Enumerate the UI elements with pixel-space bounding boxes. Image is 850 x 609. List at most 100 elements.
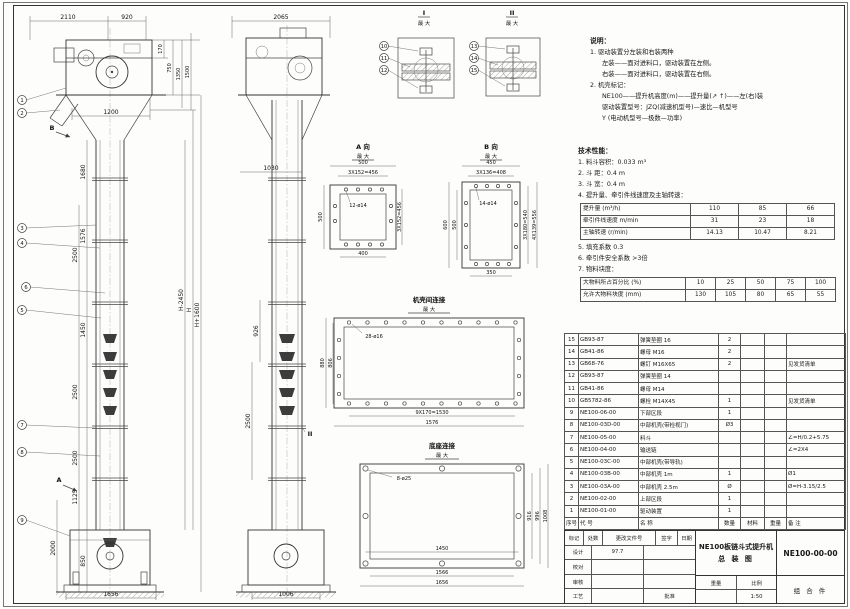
dim-dz-1008: 1008 bbox=[543, 510, 549, 523]
bucket-chain-front bbox=[103, 334, 117, 547]
table-cell: 105 bbox=[715, 289, 746, 302]
base-joint-label: 底座连接 bbox=[429, 441, 456, 450]
b-view-label: B 向 bbox=[484, 142, 498, 151]
dim-lv-h1600: H+1600 bbox=[194, 302, 201, 327]
table-cell bbox=[786, 455, 846, 469]
dim-da-456-right: 3X152=456 bbox=[397, 202, 403, 232]
table-cell: 弹簧垫圈 16 bbox=[638, 332, 719, 347]
table-cell bbox=[740, 332, 765, 347]
table-cell: 1 bbox=[718, 406, 741, 420]
dim-lv-1200: 1200 bbox=[103, 109, 118, 116]
table-cell: NE100-02-00 bbox=[578, 492, 639, 506]
head-section-front bbox=[49, 39, 166, 141]
titleblock-cell: 批准 bbox=[664, 594, 675, 601]
table-cell: NE100-03D-00 bbox=[578, 418, 639, 433]
balloon-2: 2 bbox=[20, 111, 23, 117]
spec-item: 3. 斗 宽：0.4 m bbox=[578, 181, 626, 188]
table-cell bbox=[740, 418, 765, 433]
table-cell bbox=[764, 381, 787, 396]
table-cell: 驱动装置 bbox=[638, 504, 719, 518]
dim-lv-850: 850 bbox=[80, 555, 87, 567]
dim-lv-1576: 1576 bbox=[80, 228, 87, 243]
note-line: 1. 驱动装置分左装和右装两种 bbox=[590, 49, 674, 56]
table-cell: 螺钉 M16X65 bbox=[638, 357, 719, 371]
table-cell: 8 bbox=[564, 418, 579, 433]
dim-da-500-left: 500 bbox=[318, 212, 324, 222]
a-flange-inner bbox=[339, 193, 387, 241]
dim-lv-1680: 1680 bbox=[80, 164, 87, 179]
technical-drawing-canvas: 2110 920 170 750 1350 1500 1200 1680 bbox=[17, 9, 549, 600]
titleblock-cell bbox=[644, 575, 695, 589]
table-cell: NE100-04-00 bbox=[578, 443, 639, 457]
table-cell: GB68-76 bbox=[578, 357, 639, 371]
a-view-scale-label: 最 大 bbox=[357, 152, 370, 160]
scale-value: 1:50 bbox=[750, 593, 763, 600]
dim-lv-170: 170 bbox=[158, 44, 164, 54]
note-line: 左装——面对进料口，驱动装置在左侧。 bbox=[602, 60, 716, 67]
weight-value bbox=[696, 590, 737, 603]
casing-flanges-side bbox=[268, 177, 306, 481]
table-cell: 1 bbox=[564, 504, 579, 518]
note-da-holes: 12-ø14 bbox=[349, 203, 367, 209]
table-cell: 65 bbox=[775, 289, 806, 302]
dim-lv-1450: 1450 bbox=[80, 322, 87, 337]
dim-mv-1030: 1030 bbox=[263, 165, 278, 172]
dim-jk-1530: 9X170=1530 bbox=[415, 410, 448, 416]
head-housing bbox=[65, 39, 153, 96]
note-line: 右装——面对进料口，驱动装置在右侧。 bbox=[602, 71, 716, 78]
casing-joint-outer bbox=[333, 317, 525, 409]
table-cell: ∠=2X4 bbox=[786, 443, 846, 457]
table-cell bbox=[740, 345, 765, 359]
balloon-1: 1 bbox=[20, 98, 23, 104]
dim-db-350: 350 bbox=[486, 270, 496, 276]
table-cell: 31 bbox=[690, 215, 739, 228]
table-cell bbox=[764, 467, 787, 482]
table-cell: 中部机壳(带导轨) bbox=[638, 455, 719, 469]
dim-lv-1656: 1656 bbox=[103, 591, 118, 598]
detail-base-joint: 底座连接 最 大 8-ø25 1450 1566 1656 916 996 10… bbox=[359, 441, 549, 587]
table-cell: NE100-06-00 bbox=[578, 406, 639, 420]
note-line: NE100——提升机高度(m)——提升量(↗ ↑)——左(右)装 bbox=[602, 93, 764, 100]
table-cell: 85 bbox=[738, 203, 787, 216]
note-db-holes: 14-ø14 bbox=[479, 201, 497, 207]
dim-mv-926: 926 bbox=[253, 325, 260, 337]
table-cell bbox=[764, 504, 787, 518]
table-cell: NE100-03B-00 bbox=[578, 467, 639, 482]
bolt-head-ii bbox=[506, 45, 520, 54]
table-cell bbox=[740, 467, 765, 482]
table-cell: 9 bbox=[564, 406, 579, 420]
dim-jk-806: 806 bbox=[328, 358, 334, 368]
table-cell: NE100-03C-00 bbox=[578, 455, 639, 469]
table-cell: 23 bbox=[738, 215, 787, 228]
drawing-title: NE100板链斗式提升机 bbox=[698, 543, 774, 551]
washer-outline-ii bbox=[501, 56, 525, 80]
title-block-number-area: NE100-00-00 组 合 件 bbox=[777, 531, 844, 603]
table-cell bbox=[764, 430, 787, 445]
section-markers: B A bbox=[50, 124, 78, 492]
table-cell: 大物料所占百分比 (%) bbox=[580, 277, 686, 290]
table-cell bbox=[764, 332, 787, 347]
title-block-revision-area: 标记 处数 更改文件号 签字 日期 设计 97.7 校对 审核 bbox=[565, 531, 696, 603]
table-cell: 代 号 bbox=[578, 516, 639, 531]
head-housing-side bbox=[245, 37, 323, 96]
drawing-subtitle: 总 装 图 bbox=[718, 555, 754, 563]
table-cell: 上部区段 bbox=[638, 492, 719, 506]
head-cover bbox=[279, 27, 307, 39]
table-cell: NE100-01-00 bbox=[578, 504, 639, 518]
table-cell bbox=[740, 504, 765, 518]
dim-jk-1576: 1576 bbox=[426, 420, 439, 426]
table-cell: 8.21 bbox=[786, 227, 835, 240]
notes-heading: 说明： bbox=[590, 37, 611, 45]
table-cell bbox=[764, 479, 787, 494]
balloon-5: 5 bbox=[20, 308, 23, 314]
specs-block: 技术性能： 1. 料斗容积：0.033 m³ 2. 斗 距：0.4 m 3. 斗… bbox=[578, 146, 843, 304]
bolt-nut-ii bbox=[506, 83, 520, 92]
table-cell: 序号 bbox=[564, 516, 579, 531]
balloon-7: 7 bbox=[20, 423, 23, 429]
